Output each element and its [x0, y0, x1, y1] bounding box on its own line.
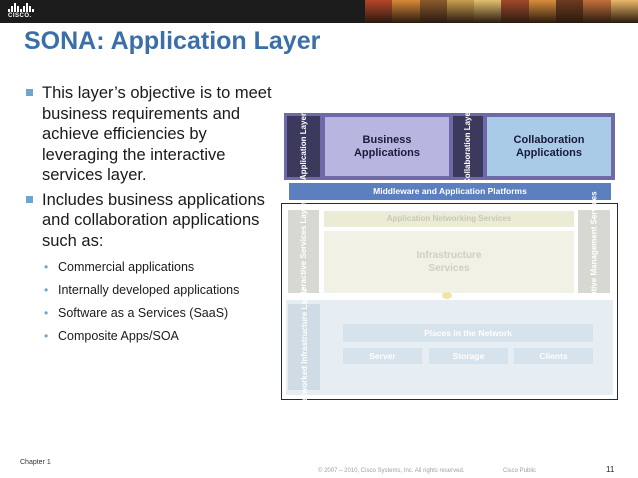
- cisco-bars-icon: [8, 3, 42, 12]
- bullet-text: This layer’s objective is to meet busine…: [42, 84, 272, 184]
- sub-bullet-item: • Composite Apps/SOA: [24, 329, 276, 344]
- bullet-item: Includes business applications and colla…: [24, 190, 276, 252]
- adaptive-management-services-label: Adaptive Management Services: [578, 191, 610, 312]
- storage-box: Storage: [429, 348, 508, 364]
- bullet-list: This layer’s objective is to meet busine…: [24, 83, 276, 352]
- dot-bullet-icon: •: [44, 329, 49, 343]
- dot-bullet-icon: •: [44, 306, 49, 320]
- header-banner: CISCO.: [0, 0, 638, 23]
- application-layer-panel: Application Layer Business Applications …: [284, 109, 615, 184]
- business-applications-box: Business Applications: [325, 117, 449, 176]
- header-photo-tile: [446, 0, 475, 23]
- networked-infrastructure-layer-label: Networked Infrastructure Layer: [288, 288, 320, 406]
- sub-bullet-text: Composite Apps/SOA: [58, 329, 179, 343]
- header-photo-tile: [365, 0, 393, 23]
- connector-dot: [442, 292, 452, 299]
- copyright-notice: © 2007 – 2010, Cisco Systems, Inc. All r…: [318, 468, 465, 474]
- chapter-label: Chapter 1: [20, 459, 51, 466]
- networked-infrastructure-panel: Networked Infrastructure Layer Places in…: [286, 288, 613, 406]
- sub-bullet-item: • Software as a Services (SaaS): [24, 306, 276, 321]
- square-bullet-icon: [26, 89, 33, 96]
- header-photo-tile: [392, 0, 420, 23]
- cisco-logo-text: CISCO.: [8, 13, 32, 19]
- server-box: Server: [343, 348, 422, 364]
- middleware-bar: Middleware and Application Platforms: [289, 183, 611, 200]
- clients-box: Clients: [514, 348, 593, 364]
- cisco-logo: CISCO.: [8, 3, 42, 20]
- bullet-text: Includes business applications and colla…: [42, 190, 265, 250]
- header-photo-tile: [610, 0, 638, 23]
- header-photo-tile: [419, 0, 447, 23]
- dot-bullet-icon: •: [44, 260, 49, 274]
- sub-bullet-text: Internally developed applications: [58, 283, 240, 297]
- interactive-services-layer-label: Interactive Services Layer: [288, 202, 319, 301]
- sub-bullet-text: Software as a Services (SaaS): [58, 306, 229, 320]
- sub-bullet-item: • Internally developed applications: [24, 283, 276, 298]
- sub-bullet-item: • Commercial applications: [24, 260, 276, 275]
- application-networking-services-bar: Application Networking Services: [324, 211, 574, 227]
- slide-title: SONA: Application Layer: [24, 27, 321, 55]
- dot-bullet-icon: •: [44, 283, 49, 297]
- header-photo-tile: [583, 0, 611, 23]
- header-photo-tile: [528, 0, 557, 23]
- page-number: 11: [606, 465, 615, 474]
- application-layer-label: Application Layer: [287, 113, 320, 180]
- public-label: Cisco Public: [503, 468, 537, 474]
- places-in-network-bar: Places in the Network: [343, 324, 593, 342]
- square-bullet-icon: [26, 195, 33, 203]
- collaboration-applications-box: Collaboration Applications: [487, 117, 611, 176]
- header-photo-tile: [474, 0, 502, 23]
- infrastructure-services-box: Infrastructure Services: [324, 231, 574, 293]
- collaboration-layer-label: Collaboration Layer: [453, 109, 483, 184]
- bullet-item: This layer’s objective is to meet busine…: [24, 83, 276, 186]
- header-photo-tile: [501, 0, 529, 23]
- sona-diagram: Application Layer Business Applications …: [281, 109, 618, 406]
- lower-layers-frame: Interactive Services Layer Application N…: [281, 191, 618, 406]
- header-photo-strip: [365, 0, 638, 23]
- sub-bullet-text: Commercial applications: [58, 260, 195, 274]
- header-photo-tile: [556, 0, 584, 23]
